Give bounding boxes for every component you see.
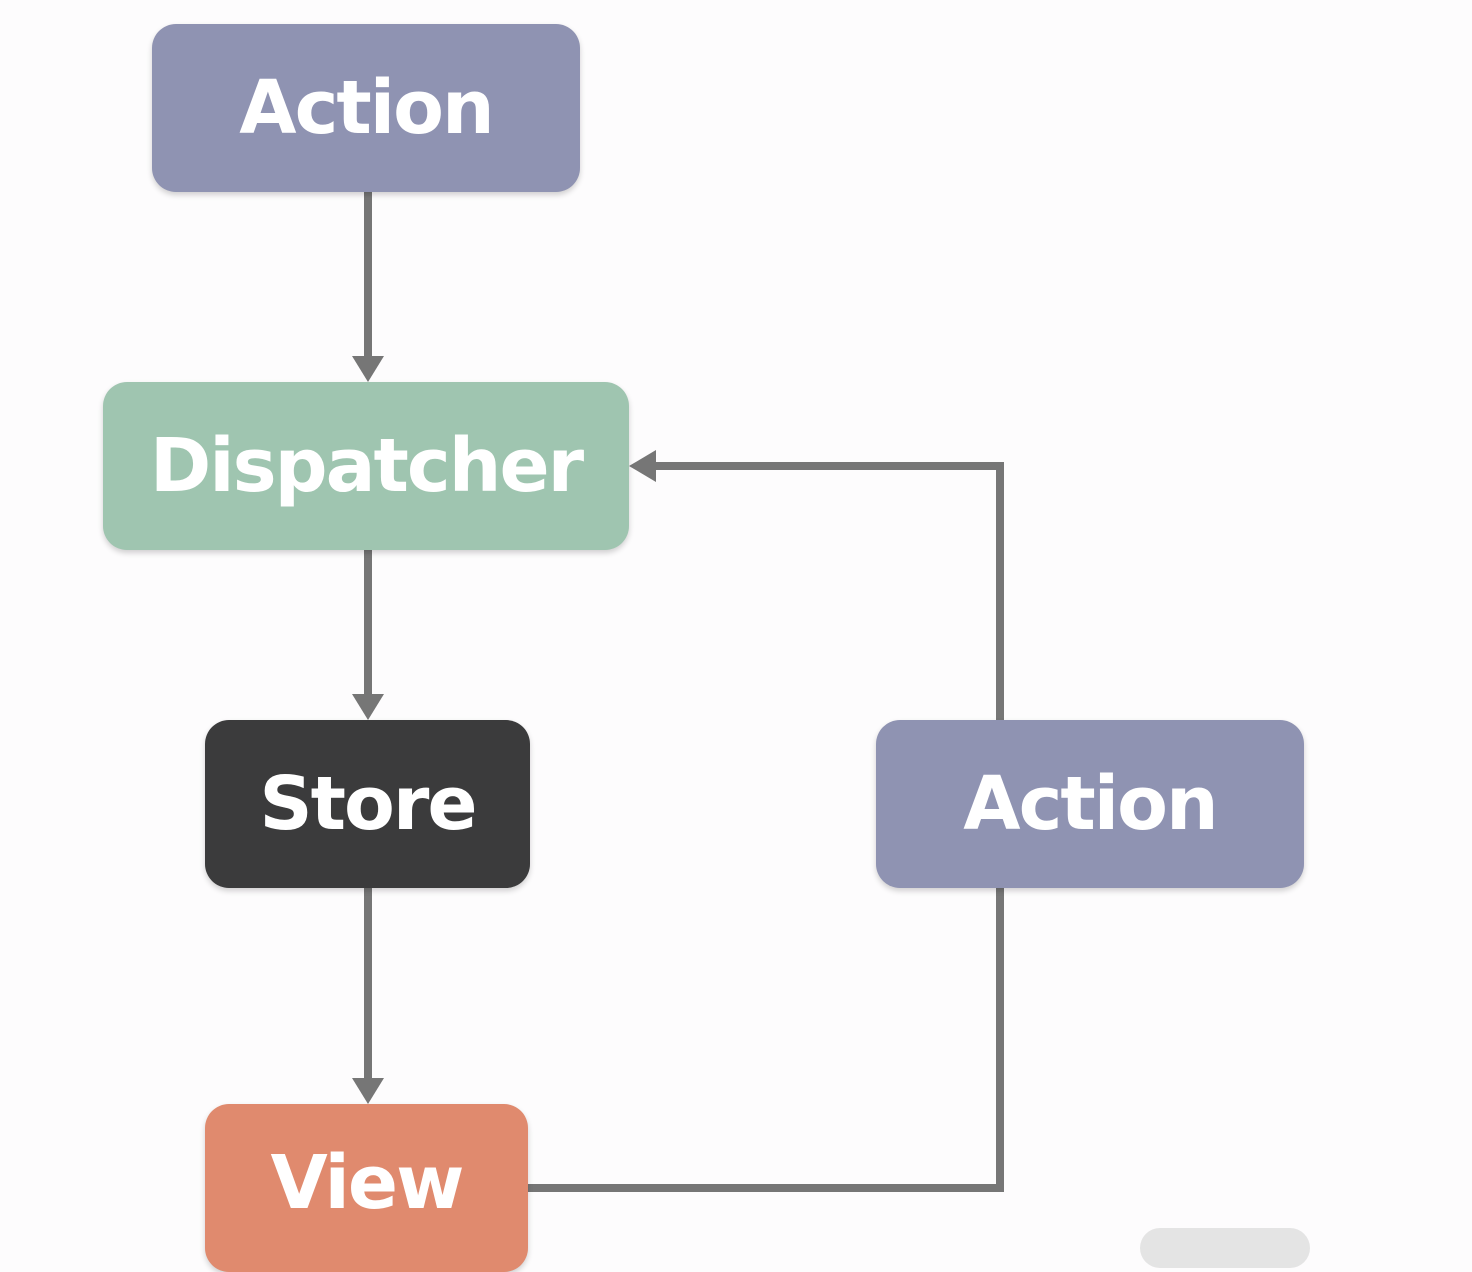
action-node-right: Action [876,720,1304,888]
dispatcher-node-label: Dispatcher [149,423,584,509]
action-node-right-label: Action [963,761,1218,847]
dispatcher-node: Dispatcher [103,382,629,550]
arrowhead-store [352,694,384,720]
store-node: Store [205,720,530,888]
partial-shape-bottom-right [1140,1228,1310,1268]
arrowhead-dispatcher-top [352,356,384,382]
store-node-label: Store [259,761,477,847]
edge-view-to-action [528,888,1004,1192]
flux-flow-diagram: Action Dispatcher Store Action View [103,24,1310,1272]
view-node: View [205,1104,528,1272]
arrowhead-view [352,1078,384,1104]
view-node-label: View [270,1140,465,1226]
action-node-top-label: Action [239,65,494,151]
connector-lines [352,192,1004,1192]
action-node-top: Action [152,24,580,192]
edge-action-to-dispatcher-loop [656,462,1004,720]
arrowhead-dispatcher-right [629,450,656,482]
